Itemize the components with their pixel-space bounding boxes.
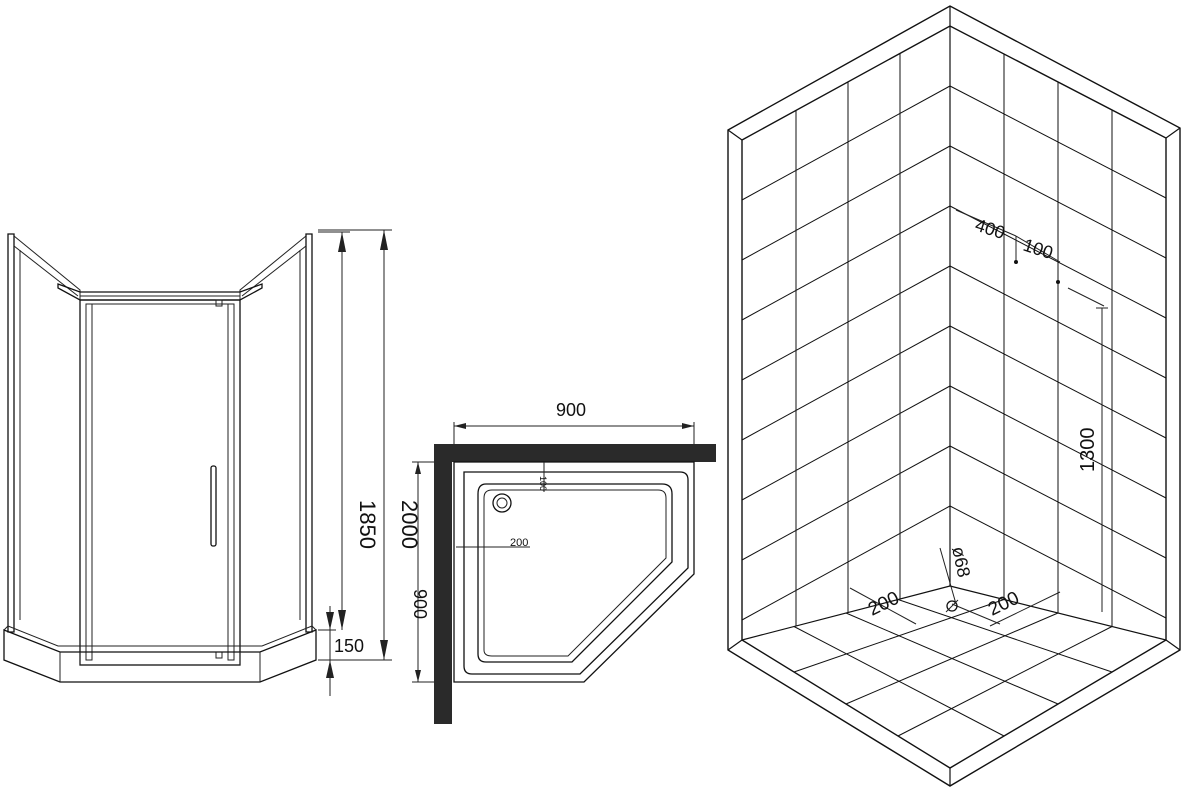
room-line xyxy=(949,505,1167,619)
tray-width-label: 900 xyxy=(556,400,586,420)
room-line xyxy=(741,145,951,261)
room-line xyxy=(793,626,1005,737)
drain-diameter-label: ø68 xyxy=(948,545,974,580)
tray-depth-label: 900 xyxy=(410,589,430,619)
room-line xyxy=(741,585,951,641)
room-line xyxy=(741,265,951,381)
floor-200-right-label: 200 xyxy=(985,588,1023,621)
room-line xyxy=(949,205,1167,319)
height-door-label: 1850 xyxy=(355,500,380,549)
room-line xyxy=(741,325,951,441)
room-dimensions xyxy=(849,209,1108,627)
tray-drain-offset-label: 200 xyxy=(510,537,528,549)
room-line xyxy=(741,505,951,621)
room-line xyxy=(949,385,1167,499)
room-corner-isometric xyxy=(727,5,1181,787)
room-line xyxy=(845,612,1059,705)
room-line xyxy=(741,385,951,501)
shower-cabin-elevation xyxy=(3,233,317,683)
room-line xyxy=(949,145,1167,259)
floor-200-left-label: 200 xyxy=(865,588,903,621)
room-line xyxy=(1165,127,1181,139)
room-line xyxy=(949,265,1167,379)
mixer-height-label: 1300 xyxy=(1077,428,1099,473)
cabin-dimensions xyxy=(318,229,392,696)
room-line xyxy=(897,626,1113,737)
room-line xyxy=(949,585,1167,641)
wall-400-label: 400 xyxy=(973,215,1008,243)
tray-drain-offset-small-label: 100 xyxy=(538,476,548,491)
room-line xyxy=(741,85,951,201)
tray-plan-view xyxy=(434,444,716,724)
room-line xyxy=(727,129,743,141)
tray-dimensions xyxy=(412,422,695,683)
room-line xyxy=(741,445,951,561)
room-line xyxy=(949,445,1167,559)
tray-height-label: 150 xyxy=(334,636,364,656)
room-line xyxy=(727,639,743,651)
room-line xyxy=(949,85,1167,199)
room-line xyxy=(1165,639,1181,651)
room-line xyxy=(741,205,951,321)
room-line xyxy=(949,325,1167,439)
wall-100-label: 100 xyxy=(1021,235,1056,263)
